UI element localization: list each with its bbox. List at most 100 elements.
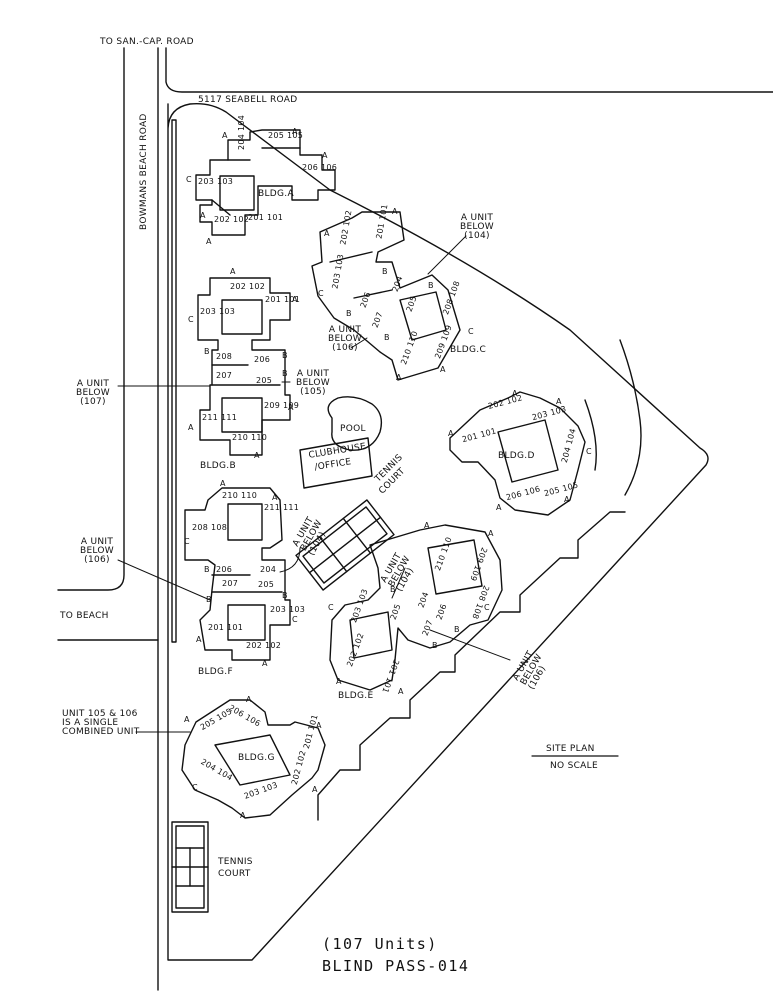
site-plan-scale: NO SCALE: [550, 761, 598, 771]
tennis-lower-label-line2: COURT: [218, 869, 251, 879]
unit-label: 202 102: [246, 641, 282, 650]
unit-type-marker: A: [230, 267, 236, 276]
unit-type-marker: A: [254, 451, 260, 460]
tennis-court-lower: [171, 821, 209, 913]
unit-type-marker: A: [396, 373, 402, 382]
unit-type-marker: A: [220, 479, 226, 488]
clubhouse-outline: [299, 437, 373, 489]
building-c-outline: [311, 211, 461, 381]
unit-label: 203 103: [200, 307, 236, 316]
unit-label: 203 103: [270, 605, 306, 614]
unit-label: 210 110: [222, 491, 258, 500]
unit-type-marker: B: [390, 585, 396, 594]
unit-type-marker: A: [512, 389, 518, 398]
unit-type-marker: B: [428, 281, 434, 290]
unit-type-marker: A: [206, 237, 212, 246]
unit-label: 207: [216, 371, 233, 380]
parking-edge: [317, 511, 626, 821]
road-label-seabell: 5117 SEABELL ROAD: [198, 95, 298, 105]
unit-type-marker: A: [200, 211, 206, 220]
unit-type-marker: A: [322, 151, 328, 160]
unit-type-marker: A: [316, 721, 322, 730]
building-d-outline: [449, 391, 586, 516]
unit-type-marker: A: [262, 659, 268, 668]
unit-type-marker: A: [564, 495, 570, 504]
building-g-outline: [181, 699, 326, 819]
unit-type-marker: C: [318, 289, 324, 298]
unit-label: 206 106: [302, 163, 338, 172]
unit-type-marker: A: [336, 677, 342, 686]
unit-type-marker: B: [346, 309, 352, 318]
unit-type-marker: A: [272, 493, 278, 502]
unit-type-marker: C: [468, 327, 474, 336]
unit-type-marker: C: [184, 537, 190, 546]
unit-type-marker: A: [312, 785, 318, 794]
unit-label: 205: [258, 580, 275, 589]
unit-type-marker: B: [282, 591, 288, 600]
unit-label: 205: [256, 376, 273, 385]
unit-type-marker: A: [292, 295, 298, 304]
unit-type-marker: C: [586, 447, 592, 456]
unit-label: 209 109: [264, 401, 300, 410]
unit-type-marker: A: [392, 207, 398, 216]
unit-type-marker: B: [204, 347, 210, 356]
building-a-outline: [195, 129, 336, 236]
unit-label: 201 101: [265, 295, 301, 304]
unit-type-marker: A: [448, 429, 454, 438]
unit-type-marker: C: [292, 615, 298, 624]
unit-label: 204: [260, 565, 277, 574]
property-name: BLIND PASS-014: [322, 957, 470, 975]
unit-label: 201 101: [208, 623, 244, 632]
building-b-name: BLDG.B: [200, 461, 236, 471]
unit-label: 207: [222, 579, 239, 588]
unit-type-marker: A: [196, 635, 202, 644]
road-label-san-cap: TO SAN.-CAP. ROAD: [100, 37, 194, 47]
road-label-bowmans-beach: BOWMANS BEACH ROAD: [139, 113, 149, 230]
unit-label: 208: [216, 352, 233, 361]
unit-type-marker: A: [488, 529, 494, 538]
unit-type-marker: B: [204, 565, 210, 574]
tennis-court-upper: [295, 499, 395, 591]
unit-label: 202 102: [214, 215, 250, 224]
unit-type-marker: B: [206, 595, 212, 604]
road-label-to-beach: TO BEACH: [60, 611, 109, 621]
unit-type-marker: C: [484, 603, 490, 612]
unit-type-marker: A: [222, 131, 228, 140]
unit-label: 201 101: [248, 213, 284, 222]
unit-label: 206: [254, 355, 271, 364]
unit-type-marker: A: [324, 229, 330, 238]
unit-type-marker: A: [398, 687, 404, 696]
unit-type-marker: B: [454, 625, 460, 634]
building-f-outline: [184, 487, 291, 661]
building-g-name: BLDG.G: [238, 753, 275, 763]
unit-label: 210 110: [232, 433, 268, 442]
unit-label: 205 105: [268, 131, 304, 140]
unit-type-marker: A: [292, 127, 298, 136]
tennis-lower-label-line1: TENNIS: [218, 857, 253, 867]
unit-type-marker: C: [328, 603, 334, 612]
unit-type-marker: A: [188, 423, 194, 432]
building-a-name: BLDG.A: [258, 189, 294, 199]
building-b-outline: [197, 277, 291, 456]
building-f-name: BLDG.F: [198, 667, 233, 677]
leader-lines: [117, 235, 511, 733]
unit-type-marker: B: [384, 333, 390, 342]
unit-label: 204 104: [237, 114, 246, 150]
unit-type-marker: B: [282, 369, 288, 378]
unit-label: 203 103: [198, 177, 234, 186]
pool-label: POOL: [340, 424, 366, 434]
site-plan-title: SITE PLAN: [546, 744, 595, 754]
road-lines: [57, 47, 773, 991]
unit-label: 211 111: [264, 503, 300, 512]
building-e-name: BLDG.E: [338, 691, 374, 701]
unit-type-marker: A: [246, 695, 252, 704]
building-d-name: BLDG.D: [498, 451, 535, 461]
unit-type-marker: A: [240, 811, 246, 820]
unit-label: 211 111: [202, 413, 238, 422]
